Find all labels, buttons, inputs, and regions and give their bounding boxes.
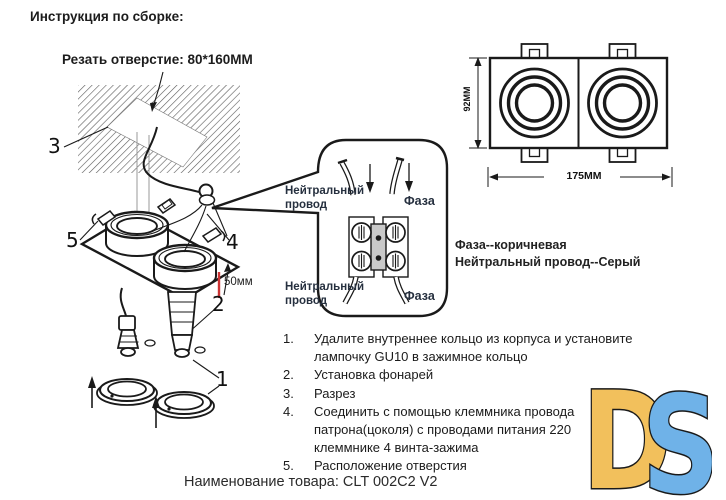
wire-color-legend: Фаза--коричневая Нейтральный провод--Сер… — [455, 238, 641, 269]
phase-wire-label-bottom: Фаза — [404, 289, 435, 303]
instruction-item: 1. Удалите внутреннее кольцо из корпуса … — [283, 331, 633, 365]
cut-hole-note: Резать отверстие: 80*160ММ — [62, 52, 253, 67]
top-view — [469, 43, 673, 187]
instruction-item: 3. Разрез — [283, 385, 356, 401]
logo-letter-s: S — [642, 378, 712, 496]
logo-letter-d: D — [582, 378, 672, 496]
wire-connector — [150, 183, 216, 253]
instruction-item: 5. Расположение отверстия — [283, 458, 467, 474]
lamp-socket-left — [116, 287, 140, 357]
depth-label: 50мм — [224, 276, 253, 288]
part-label-1: 1 — [216, 367, 229, 391]
part-label-5: 5 — [66, 228, 79, 252]
up-arrow-left — [88, 376, 96, 408]
lamp-rings-right — [587, 67, 658, 139]
neutral-wire-label-bottom: Нейтральный провод — [285, 281, 365, 307]
part-label-3: 3 — [48, 134, 61, 158]
brand-logo: D S — [581, 378, 712, 496]
dimension-175 — [487, 167, 673, 187]
part-label-2: 2 — [212, 292, 225, 316]
collar-right — [152, 243, 218, 290]
instruction-item: 4. Соединить с помощью клеммника провода… — [283, 403, 575, 456]
lamp-rings-left — [499, 67, 570, 139]
trim-ring-left — [96, 378, 158, 406]
spring-clips — [91, 198, 226, 243]
dimension-92 — [469, 57, 487, 149]
instructions-list: 1. Удалите внутреннее кольцо из корпуса … — [283, 330, 633, 476]
collar-left — [104, 210, 170, 257]
instruction-item: 2. Установка фонарей — [283, 367, 434, 383]
mounting-clips — [520, 43, 637, 163]
dimension-width-label: 175ММ — [566, 170, 602, 182]
trim-ring-right — [153, 391, 215, 419]
terminal-wires — [337, 156, 410, 305]
neutral-wire-label-top: Нейтральный провод — [285, 185, 365, 211]
product-name: Наименование товара: CLT 002C2 V2 — [184, 474, 438, 490]
power-cable — [142, 126, 200, 193]
ceiling-hatch — [63, 71, 240, 216]
fixture-body — [79, 183, 241, 428]
terminal-screws — [351, 222, 406, 272]
part-label-4: 4 — [226, 230, 239, 254]
page-title: Инструкция по сборке: — [30, 9, 184, 24]
phase-wire-label-top: Фаза — [404, 194, 435, 208]
cut-hole — [106, 97, 208, 168]
up-arrow-right — [152, 396, 160, 428]
cut-arrow — [153, 71, 164, 105]
lamp-socket-right — [167, 291, 197, 358]
dimension-height-label: 92ММ — [462, 86, 472, 112]
wire-direction-arrows — [366, 163, 413, 193]
terminal-callout — [211, 138, 449, 318]
terminal-block — [337, 156, 413, 305]
